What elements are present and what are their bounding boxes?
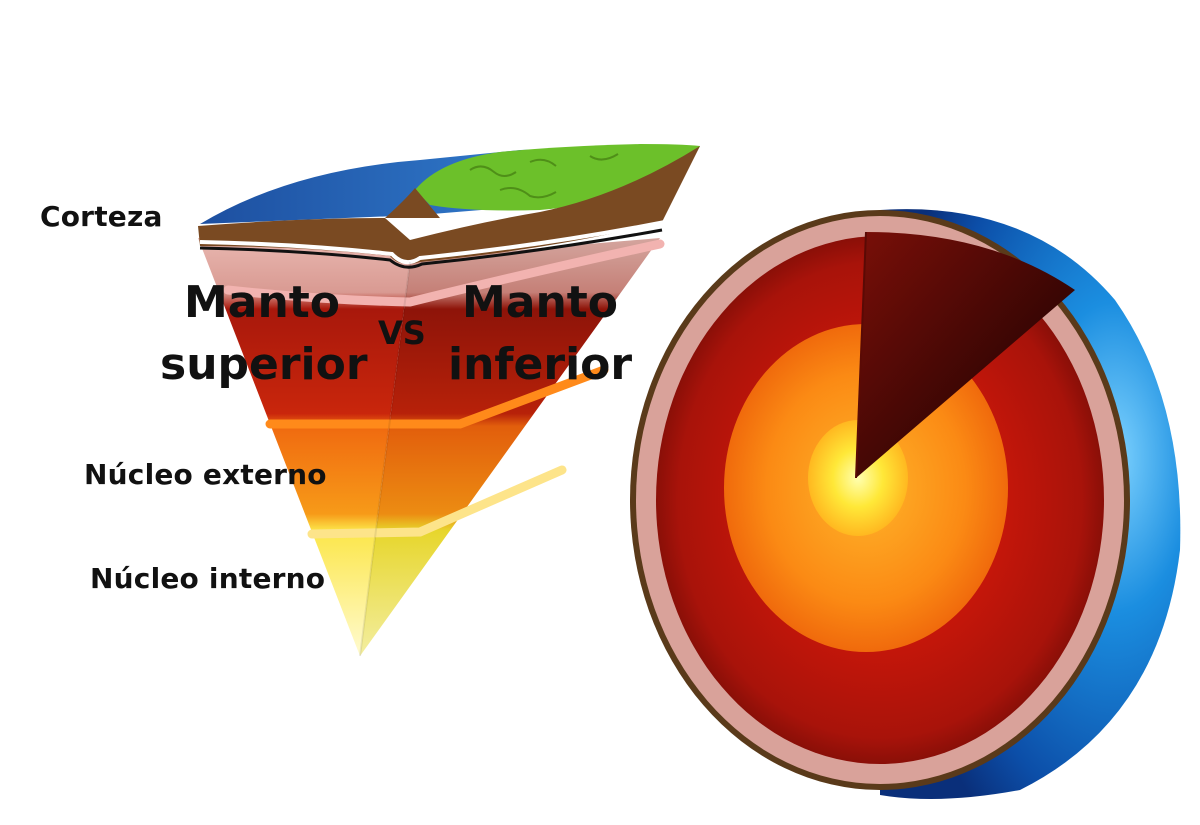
wedge-left-face bbox=[198, 238, 410, 656]
earth-sphere bbox=[630, 209, 1181, 799]
versus-label: VS bbox=[378, 314, 426, 352]
upper-mantle-line-1: Manto bbox=[183, 277, 341, 328]
crust-label: Corteza bbox=[40, 200, 163, 233]
outer-core-label: Núcleo externo bbox=[84, 458, 327, 491]
crust-band bbox=[198, 146, 700, 264]
cutaway-wedge bbox=[856, 232, 1075, 478]
wedge-right-face bbox=[360, 238, 660, 656]
upper-mantle-label: Manto superior bbox=[160, 272, 368, 396]
upper-mantle-line-2: superior bbox=[160, 339, 368, 390]
lower-mantle-line-2: inferior bbox=[448, 339, 633, 390]
lower-mantle-line-1: Manto bbox=[461, 277, 619, 328]
lower-mantle-label: Manto inferior bbox=[448, 272, 632, 396]
earth-wedge bbox=[198, 144, 700, 657]
inner-core-label: Núcleo interno bbox=[90, 562, 326, 595]
mountain bbox=[385, 188, 440, 218]
